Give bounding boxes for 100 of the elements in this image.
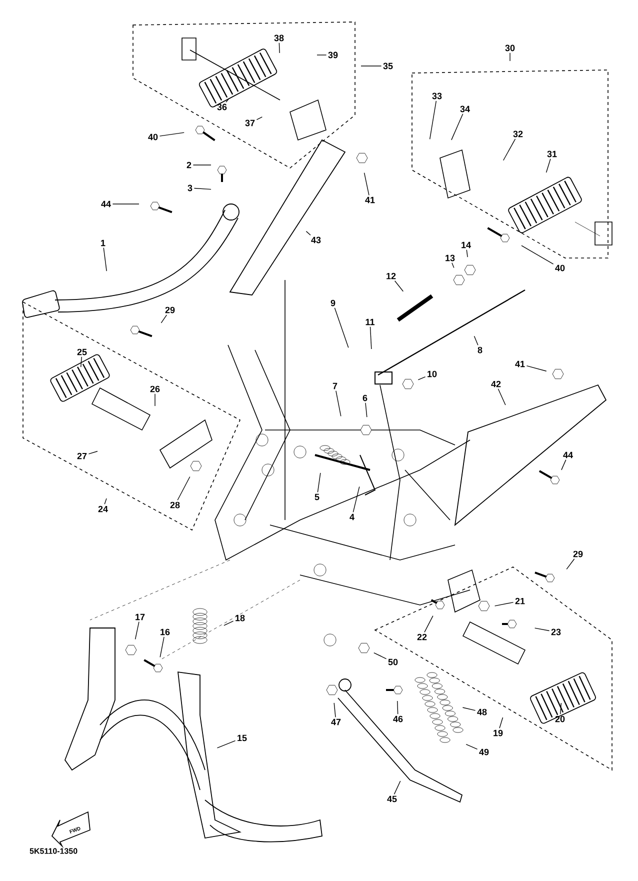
callout-number: 43 bbox=[311, 236, 321, 244]
callout-number: 15 bbox=[238, 734, 247, 742]
callout-number: 9 bbox=[330, 300, 336, 306]
leader-line bbox=[546, 158, 551, 173]
leader-line bbox=[134, 621, 140, 640]
leader-line bbox=[474, 336, 478, 346]
leader-line bbox=[503, 138, 516, 161]
callout-number: 40 bbox=[148, 134, 158, 140]
leader-line bbox=[226, 98, 230, 102]
leader-line bbox=[452, 262, 454, 268]
callout-number: 36 bbox=[217, 104, 227, 110]
callout-number: 10 bbox=[428, 370, 437, 378]
leader-line bbox=[424, 615, 434, 633]
callout-number: 40 bbox=[555, 264, 565, 272]
leader-line bbox=[278, 42, 280, 54]
callout-number: 46 bbox=[393, 716, 403, 722]
leader-line bbox=[566, 558, 575, 570]
leader-line bbox=[365, 402, 368, 418]
leader-line bbox=[88, 450, 98, 454]
callout-number: 20 bbox=[555, 716, 565, 722]
callout-number: 22 bbox=[417, 634, 427, 640]
leader-line bbox=[397, 700, 398, 714]
callout-number: 19 bbox=[494, 730, 503, 736]
leader-line bbox=[334, 308, 349, 348]
callout-number: 34 bbox=[460, 106, 470, 112]
callout-number: 45 bbox=[387, 796, 397, 802]
callout-number: 44 bbox=[563, 452, 573, 458]
leader-line bbox=[154, 394, 156, 406]
callout-number: 24 bbox=[98, 506, 108, 512]
leader-line bbox=[374, 652, 387, 660]
callout-number: 5 bbox=[314, 494, 320, 500]
callout-number: 23 bbox=[551, 628, 561, 636]
callout-number: 41 bbox=[365, 196, 375, 204]
leader-line bbox=[216, 740, 236, 748]
callout-number: 11 bbox=[366, 318, 374, 326]
leader-line bbox=[561, 459, 566, 470]
leader-line bbox=[466, 744, 478, 750]
leader-line bbox=[394, 780, 401, 795]
callout-number: 28 bbox=[170, 502, 180, 508]
leader-line bbox=[334, 702, 336, 718]
callout-number: 47 bbox=[331, 718, 341, 726]
callout-number: 27 bbox=[77, 452, 87, 460]
callout-number: 17 bbox=[136, 614, 145, 620]
callout-number: 3 bbox=[188, 184, 192, 192]
callout-number: 48 bbox=[477, 708, 487, 716]
callout-number: 39 bbox=[328, 52, 338, 58]
callout-number: 38 bbox=[274, 34, 284, 42]
callout-number: 1 bbox=[101, 240, 106, 246]
callout-number: 42 bbox=[491, 380, 501, 388]
callout-number: 7 bbox=[332, 382, 338, 390]
callout-number: 33 bbox=[432, 92, 442, 100]
leader-line bbox=[521, 245, 554, 264]
callout-number: 30 bbox=[505, 44, 515, 52]
leader-line bbox=[494, 602, 514, 606]
callout-number: 21 bbox=[515, 598, 525, 604]
callout-number: 41 bbox=[515, 360, 525, 368]
callout-number: 49 bbox=[479, 748, 489, 756]
callout-number: 32 bbox=[513, 130, 523, 138]
callout-number: 35 bbox=[383, 62, 393, 70]
callout-number: 4 bbox=[350, 514, 354, 520]
leader-line bbox=[160, 636, 164, 658]
leader-line bbox=[192, 164, 212, 166]
callout-number: 14 bbox=[462, 242, 471, 248]
leader-line bbox=[177, 476, 190, 500]
leader-line bbox=[316, 54, 327, 56]
callout-number: 29 bbox=[573, 550, 583, 558]
callout-number: 12 bbox=[386, 272, 396, 280]
leader-line bbox=[256, 116, 263, 120]
leader-line bbox=[160, 314, 168, 324]
callout-number: 18 bbox=[236, 614, 245, 622]
leader-line bbox=[526, 365, 547, 372]
leader-line bbox=[429, 100, 437, 140]
drawing-number: 5K5110-1350 bbox=[30, 848, 78, 854]
callout-number: 2 bbox=[186, 162, 192, 168]
leader-line bbox=[451, 114, 464, 140]
callout-number: 16 bbox=[160, 628, 170, 636]
leader-line bbox=[336, 390, 342, 417]
callout-number: 13 bbox=[446, 254, 455, 262]
leader-line bbox=[224, 620, 234, 626]
leader-line bbox=[560, 702, 562, 714]
leader-line bbox=[418, 376, 426, 380]
callout-number: 25 bbox=[77, 348, 87, 356]
leader-line bbox=[466, 249, 468, 258]
leader-line bbox=[306, 230, 311, 236]
leader-line bbox=[194, 188, 212, 190]
leader-line bbox=[103, 247, 107, 272]
callout-number: 6 bbox=[362, 394, 368, 402]
callout-number: 50 bbox=[388, 658, 398, 666]
leader-line bbox=[317, 472, 321, 493]
leader-line bbox=[364, 172, 370, 196]
leader-line bbox=[462, 707, 476, 711]
leader-line bbox=[159, 132, 184, 136]
leader-line bbox=[104, 498, 107, 505]
callout-number: 29 bbox=[165, 306, 175, 314]
callout-number: 8 bbox=[478, 346, 482, 354]
leader-line bbox=[534, 628, 550, 632]
leader-line bbox=[80, 356, 82, 368]
leader-line bbox=[352, 486, 360, 513]
leader-line bbox=[370, 326, 372, 350]
leader-line bbox=[498, 388, 506, 406]
